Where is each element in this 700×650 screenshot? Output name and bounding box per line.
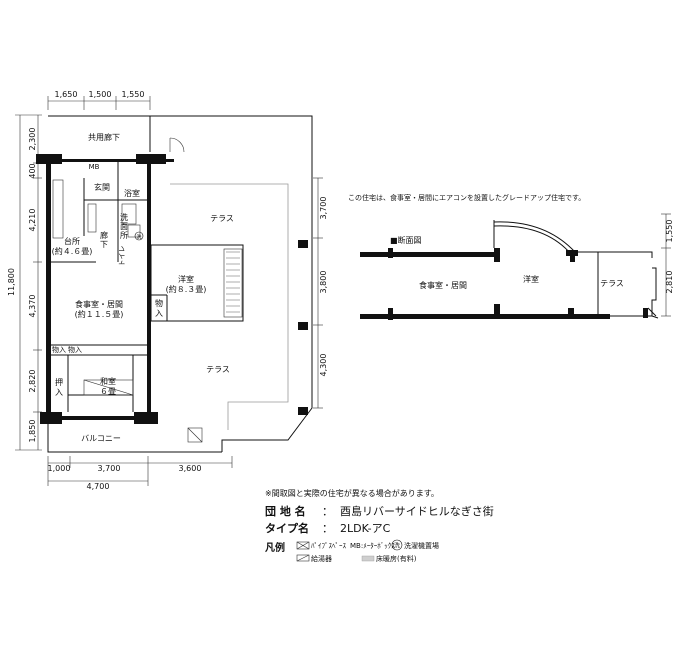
dim-top-1: 1,650: [55, 90, 78, 99]
complex-name-sep: ：: [322, 505, 333, 518]
room-dining-label: 食事室・居間: [75, 299, 123, 309]
legend-title: 凡例: [265, 543, 285, 554]
dim-left-6: 1,850: [28, 420, 37, 443]
left-dimensions: 2,300 400 4,210 4,370 2,820 1,850 11,800: [7, 114, 42, 451]
dim-left-1: 2,300: [28, 128, 37, 151]
dim-left-5: 2,820: [28, 370, 37, 393]
room-terrace-top-label: テラス: [210, 214, 234, 223]
room-wash-label-c: 所: [120, 230, 128, 240]
room-entrance-label: 玄関: [94, 182, 110, 192]
section-dim-2: 2,810: [665, 271, 674, 294]
room-corridor-label: 共用廊下: [88, 132, 120, 142]
room-storage-label-a: 物: [155, 298, 163, 308]
room-bath-label: 浴室: [124, 188, 140, 198]
section-room1-label: 食事室・居間: [419, 280, 467, 290]
type-name-value: 2LDK-アC: [340, 522, 391, 535]
room-balcony-label: バルコニー: [81, 434, 121, 443]
dim-right-3: 4,300: [319, 354, 328, 377]
room-terrace-bottom-label: テラス: [206, 365, 230, 374]
section-room2-label: 洋室: [523, 274, 539, 284]
legend-mb-label: MB:ﾒｰﾀｰﾎﾞｯｸｽ: [350, 542, 395, 550]
dim-top-3: 1,550: [122, 90, 145, 99]
room-hall-label-b: 下: [100, 240, 108, 249]
complex-name-value: 酉島リバーサイドヒルなぎさ街: [340, 505, 494, 518]
floor-plan: [36, 115, 313, 453]
section-diagram: この住宅は、食事室・居間にエアコンを設置したグレードアップ住宅です。 1,550…: [348, 193, 674, 320]
dim-bottom-3: 3,600: [179, 464, 202, 473]
room-wash-label-b: 面: [120, 222, 128, 231]
water-heater-icon: [296, 554, 310, 562]
dim-right-2: 3,800: [319, 271, 328, 294]
bottom-dimensions: 1,000 3,700 3,600 4,700: [48, 456, 233, 491]
room-dining-size: (約１１.５畳): [75, 309, 124, 319]
dim-bottom-total: 4,700: [87, 482, 110, 491]
room-toilet-label: トイレ: [118, 246, 126, 267]
dim-bottom-1: 1,000: [48, 464, 71, 473]
legend-pipe-label: ﾊﾟｲﾌﾟｽﾍﾟｰｽ: [311, 542, 346, 550]
room-storage2-label: 物入: [68, 345, 82, 354]
room-wash-label-a: 洗: [120, 212, 128, 222]
top-dimensions: 1,650 1,500 1,550: [47, 90, 151, 110]
room-japanese-size: ６畳: [100, 387, 116, 396]
dim-bottom-2: 3,700: [98, 464, 121, 473]
floor-heating-legend-icon: [361, 555, 375, 562]
dim-left-total: 11,800: [7, 268, 16, 296]
room-hall-label-a: 廊: [100, 230, 108, 240]
room-storage-label-b: 入: [155, 309, 163, 318]
section-room3-label: テラス: [600, 279, 624, 288]
type-name-sep: ：: [322, 522, 333, 535]
section-title: ■断面図: [390, 235, 422, 245]
dim-left-2: 400: [28, 163, 37, 178]
section-note: この住宅は、食事室・居間にエアコンを設置したグレードアップ住宅です。: [348, 193, 585, 202]
legend-heater-label: 給湯器: [311, 555, 332, 563]
complex-name-label: 団 地 名: [265, 505, 306, 518]
legend-floor-label: 床暖房(有料): [376, 555, 417, 563]
floor-heating-hatch: [226, 251, 240, 313]
pipe-space-icon: [296, 541, 310, 550]
dim-top-2: 1,500: [89, 90, 112, 99]
washer-icon: 洗: [136, 234, 141, 241]
legend-icons: 洗: [296, 539, 403, 562]
section-dim-1: 1,550: [665, 220, 674, 243]
room-kitchen-size: (約４.６畳): [52, 246, 93, 256]
room-oshiire-label-a: 押: [55, 377, 63, 387]
disclaimer: ※間取図と実際の住宅が異なる場合があります。: [265, 489, 439, 498]
right-dimensions: 3,700 3,800 4,300: [313, 177, 328, 409]
room-japanese-label: 和室: [100, 376, 116, 386]
dim-left-4: 4,370: [28, 295, 37, 318]
dim-right-1: 3,700: [319, 197, 328, 220]
room-western-size: (約８.３畳): [166, 284, 207, 294]
dim-left-3: 4,210: [28, 209, 37, 232]
legend-washer-label: 洗濯機置場: [404, 542, 439, 550]
room-western-label: 洋室: [178, 274, 194, 284]
type-name-label: タイプ名: [265, 522, 309, 535]
room-labels: 共用廊下 MB 玄関 浴室 洗 面 所 廊 下 トイレ 台所 (約４.６畳) 食…: [52, 132, 234, 443]
room-kitchen-label: 台所: [64, 236, 80, 246]
legend-washer-icon-text: 洗: [394, 542, 400, 550]
washer-legend-icon: [391, 539, 403, 551]
room-mb-label: MB: [89, 163, 100, 171]
room-oshiire-label-b: 入: [55, 388, 63, 397]
room-storage1-label: 物入: [52, 345, 66, 354]
